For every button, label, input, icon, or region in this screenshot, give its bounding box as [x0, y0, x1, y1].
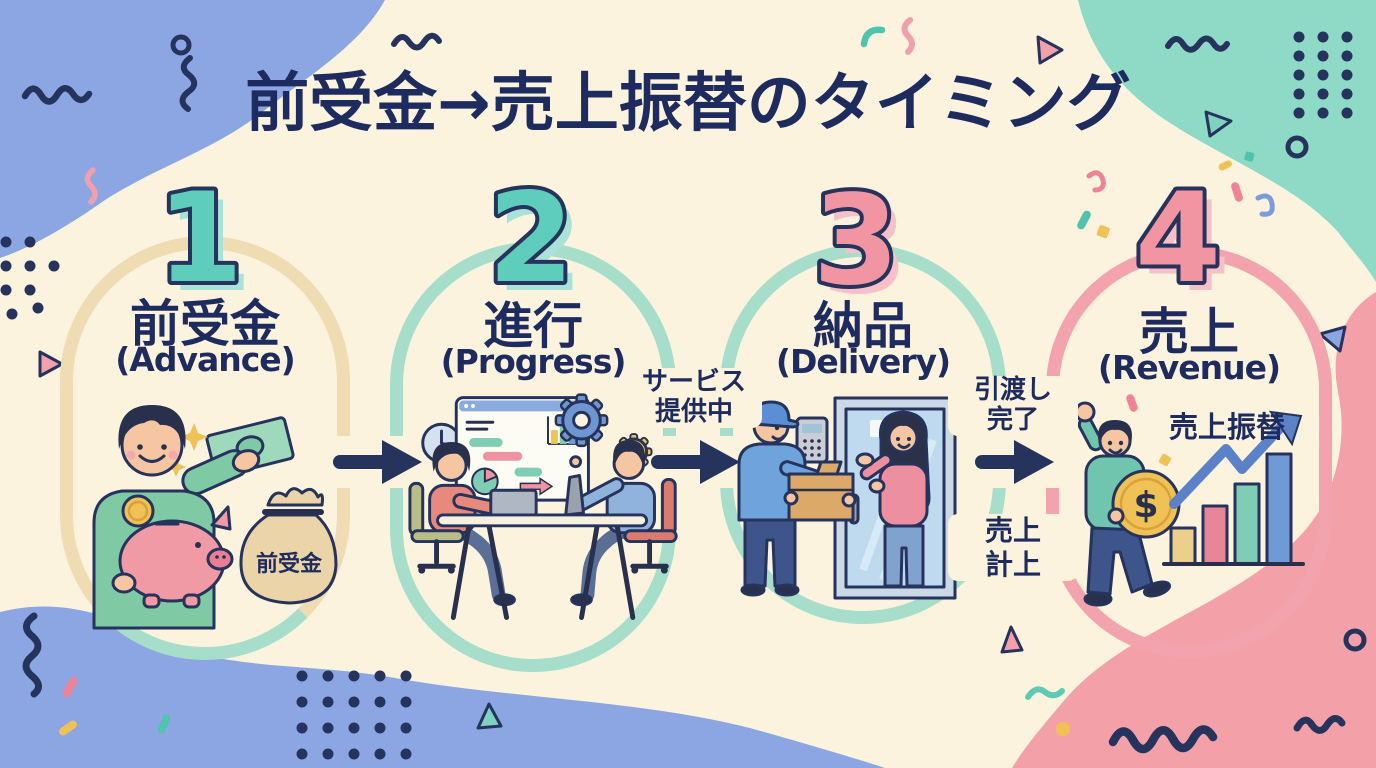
label-line-1: サービス: [641, 367, 746, 397]
circle-outline-icon: [1285, 135, 1309, 159]
sparkle-icon: [180, 423, 208, 451]
number-text: 3: [813, 169, 899, 313]
monitor-icon: [564, 474, 585, 517]
label-line-2: 提供中: [654, 396, 733, 427]
advance-payment-illustration: 前受金: [92, 405, 338, 630]
number-shadow: 4: [1144, 176, 1230, 320]
flow-arrow-2-3: [646, 436, 750, 488]
squiggle-icon: [901, 17, 915, 55]
courier-figure: [737, 400, 857, 597]
label-line-1: 売上: [984, 514, 1041, 547]
growth-arrow-icon: [1169, 410, 1303, 509]
number-shadow: 1: [166, 176, 252, 320]
step-1-number-badge: 1 1: [153, 163, 252, 320]
number-text: 2: [488, 167, 574, 311]
flow-arrow-1-2: [328, 436, 432, 488]
step-2-number-badge: 2 2: [484, 163, 583, 320]
dollar-coin-icon: $: [1111, 469, 1181, 539]
circle-outline-icon: [1343, 628, 1367, 652]
step-1-title-jp: 前受金: [130, 295, 280, 353]
number-text: 1: [157, 167, 243, 311]
blob-bottom-left: [0, 606, 885, 768]
coin-icon: [121, 494, 155, 528]
revenue-illustration: $: [1074, 401, 1305, 607]
keypad-icon: [795, 416, 829, 464]
dots-grid-top-right: [1293, 31, 1353, 119]
money-bag-label: 前受金: [256, 551, 323, 577]
squiggle-icon: [1108, 725, 1218, 754]
squiggle-icon: [1293, 715, 1346, 734]
squiggle-icon: [391, 32, 442, 51]
label-line-2: 計上: [984, 547, 1041, 581]
squiggle-icon: [84, 167, 98, 205]
squiggle-icon: [179, 55, 198, 112]
step-2-title-jp: 進行: [483, 297, 583, 355]
label-line-1: 引渡し: [973, 375, 1052, 405]
arrow-label-revenue-booking: 売上 計上: [948, 514, 1078, 582]
squiggle-icon: [1025, 686, 1065, 700]
number-text: 4: [1135, 167, 1221, 311]
package-box-icon: [783, 460, 857, 522]
desk: [436, 474, 649, 620]
step-3-title-jp: 納品: [813, 297, 913, 355]
work-in-progress-illustration: [408, 393, 678, 620]
infographic-title: 前受金→売上振替のタイミング: [245, 67, 1131, 141]
flow-arrow-3-4: [972, 436, 1064, 488]
label-line-2: 完了: [986, 404, 1039, 435]
step-3-number-badge: 3 3: [809, 165, 908, 322]
delivery-illustration: [737, 396, 957, 600]
squiggle-icon: [21, 85, 93, 105]
recipient-figure: [855, 410, 931, 588]
mini-bar-chart: [1162, 452, 1305, 566]
celebrating-figure: $: [1074, 401, 1181, 607]
triangle-icon: [1036, 35, 1064, 65]
triangle-icon: [38, 350, 64, 378]
step-1-title-en: (Advance): [115, 340, 296, 379]
step-4-title-en: (Revenue): [1097, 348, 1281, 387]
circle-outline-icon: [170, 34, 192, 56]
arrow-label-handover-complete: 引渡し 完了: [948, 375, 1078, 436]
squiggle-icon: [22, 612, 42, 698]
gear-icon: [554, 393, 609, 448]
dots-grid-bottom: [296, 670, 412, 760]
sparkle-icon: [166, 457, 186, 477]
step-3-title-en: (Delivery): [775, 342, 951, 381]
step-2-title-en: (Progress): [440, 342, 627, 381]
triangle-icon: [1318, 325, 1347, 353]
money-bag-icon: 前受金: [239, 487, 338, 605]
revenue-transfer-label: 売上振替: [1168, 410, 1285, 444]
dollar-sign: $: [1133, 485, 1158, 526]
arrow-label-service-in-progress: サービス 提供中: [626, 367, 762, 428]
number-shadow: 3: [822, 178, 908, 322]
laptop-icon: [489, 488, 538, 518]
step-4-number-badge: 4 4: [1131, 163, 1230, 320]
dots-grid-left: [0, 236, 60, 320]
triangle-icon: [476, 702, 503, 730]
piggy-bank-icon: [111, 505, 234, 609]
dot-icon: [1056, 722, 1070, 736]
blob-right-pink: [1012, 292, 1376, 768]
step-4-title-jp: 売上: [1139, 303, 1239, 361]
triangle-icon: [1000, 625, 1024, 654]
triangle-icon: [1204, 110, 1233, 138]
number-shadow: 2: [497, 176, 583, 320]
squiggle-icon: [860, 26, 886, 48]
squiggle-icon: [1165, 35, 1230, 53]
